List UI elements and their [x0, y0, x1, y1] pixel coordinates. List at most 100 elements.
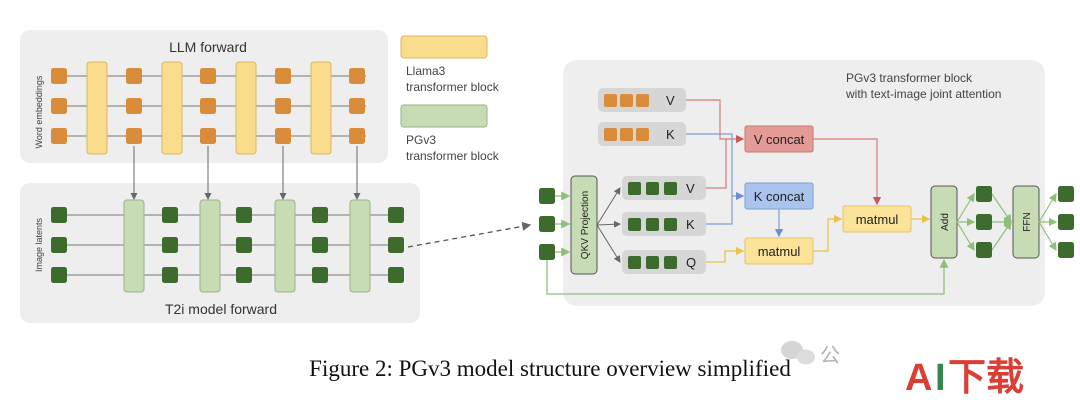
image-latent-token	[312, 207, 328, 223]
qkv-to-group-arrow	[596, 224, 621, 263]
output-token	[1058, 214, 1074, 230]
llm-forward-title: LLM forward	[169, 39, 247, 55]
llm-forward-panel: LLM forward Word embeddings	[20, 30, 388, 163]
image-latent-token	[388, 207, 404, 223]
input-latent-token	[539, 244, 555, 260]
llama3-block	[310, 61, 332, 155]
pgv3-block	[123, 199, 145, 293]
ffn-to-output-arrow	[1038, 192, 1057, 223]
v-concat-label: V concat	[754, 132, 805, 147]
text-token	[636, 128, 649, 141]
word-embeddings-label: Word embeddings	[34, 75, 44, 148]
input-latent-token	[539, 188, 555, 204]
image-latent-token	[51, 237, 67, 253]
input-latent-token	[539, 216, 555, 232]
ffn-to-output-arrow	[1038, 221, 1057, 252]
text-token	[620, 128, 633, 141]
image-k-group-label: K	[686, 217, 695, 232]
q-to-matmul-arrow	[706, 246, 745, 263]
word-embedding-token	[51, 68, 67, 84]
image-token	[646, 218, 659, 231]
word-embedding-token	[126, 128, 142, 144]
image-latent-token	[51, 267, 67, 283]
token-to-ffn-arrow	[991, 193, 1012, 223]
word-embedding-token	[51, 98, 67, 114]
matmul-2-label: matmul	[856, 212, 899, 227]
text-v-group-label: V	[666, 93, 675, 108]
text-k-group-label: K	[666, 127, 675, 142]
image-latent-token	[388, 267, 404, 283]
word-embedding-token	[126, 98, 142, 114]
word-embedding-token	[349, 68, 365, 84]
image-latent-token	[312, 267, 328, 283]
word-embedding-token	[126, 68, 142, 84]
word-embedding-token	[275, 98, 291, 114]
post-add-token	[976, 186, 992, 202]
text-k-to-kconcat-line	[686, 133, 745, 201]
residual-line	[546, 258, 949, 295]
word-embedding-token	[200, 128, 216, 144]
text-token	[604, 128, 617, 141]
image-latent-token	[236, 207, 252, 223]
image-latent-token	[162, 267, 178, 283]
word-embedding-token	[349, 98, 365, 114]
output-token	[1058, 186, 1074, 202]
image-token	[664, 218, 677, 231]
watermark-logo-a: A	[905, 357, 932, 399]
output-token	[1058, 242, 1074, 258]
watermark-logo-i: I	[935, 357, 946, 399]
pgv3-block	[199, 199, 221, 293]
image-latent-token	[162, 207, 178, 223]
qkv-to-group-arrow	[596, 187, 621, 226]
legend-llama-line1: Llama3	[406, 64, 446, 78]
image-k-to-kconcat-line	[706, 196, 733, 225]
word-embedding-token	[275, 68, 291, 84]
pgv3-block-title-line1: PGv3 transformer block	[846, 71, 973, 85]
matmul-to-matmul-arrow	[813, 214, 843, 252]
image-token	[628, 182, 641, 195]
dashed-connector-arrow	[407, 221, 532, 248]
post-add-token	[976, 214, 992, 230]
image-latent-token	[51, 207, 67, 223]
qkv-to-group-arrow	[596, 220, 621, 228]
legend-pgv3-line2: transformer block	[406, 149, 500, 163]
image-q-group-label: Q	[686, 255, 696, 270]
post-add-token	[976, 242, 992, 258]
image-token	[628, 218, 641, 231]
add-to-token-arrow	[956, 221, 975, 252]
token-to-ffn-arrow	[991, 221, 1012, 251]
word-embedding-token	[200, 68, 216, 84]
image-token	[646, 182, 659, 195]
ffn-label: FFN	[1022, 212, 1033, 231]
word-embedding-token	[275, 128, 291, 144]
image-latents-label: Image latents	[34, 217, 44, 272]
matmul-1-label: matmul	[758, 244, 801, 259]
legend-llama-swatch	[400, 35, 488, 59]
add-to-token-arrow	[956, 192, 975, 223]
llama3-block	[161, 61, 183, 155]
image-latent-token	[312, 237, 328, 253]
text-token	[620, 94, 633, 107]
legend-pgv3-line1: PGv3	[406, 133, 436, 147]
image-v-group-label: V	[686, 181, 695, 196]
image-latent-token	[236, 267, 252, 283]
image-token	[664, 256, 677, 269]
vconcat-to-matmul-arrow	[813, 138, 882, 206]
legend-llama-line2: transformer block	[406, 80, 500, 94]
t2i-forward-panel: T2i model forward Image latents	[20, 183, 420, 323]
image-latent-token	[388, 237, 404, 253]
text-token	[636, 94, 649, 107]
figure-caption: Figure 2: PGv3 model structure overview …	[309, 356, 791, 381]
watermark: 公 A I 下载	[781, 341, 1024, 399]
image-latent-token	[236, 237, 252, 253]
watermark-logo-rest: 下载	[948, 357, 1024, 399]
k-concat-label: K concat	[754, 189, 805, 204]
image-latent-token	[162, 237, 178, 253]
t2i-forward-title: T2i model forward	[165, 301, 277, 317]
llama3-block	[235, 61, 257, 155]
word-embedding-token	[51, 128, 67, 144]
image-token	[646, 256, 659, 269]
image-token	[664, 182, 677, 195]
add-label: Add	[940, 213, 951, 231]
pgv3-block	[274, 199, 296, 293]
